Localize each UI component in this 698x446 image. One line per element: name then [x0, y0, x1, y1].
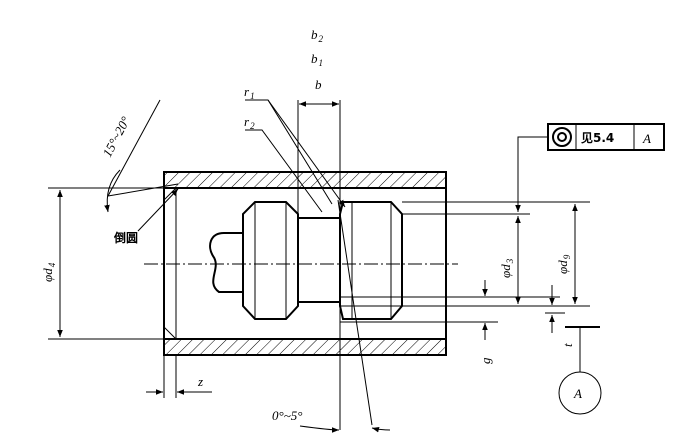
label-angle-bottom: 0°~5°	[272, 408, 302, 423]
label-b1: b1	[311, 51, 323, 68]
chamfer-angle-top: 15°~20°	[99, 99, 179, 213]
tolerance-frame: 见5.4 A	[515, 123, 665, 212]
label-d9: φd9	[555, 254, 572, 274]
d4-dimension: φd4	[40, 187, 168, 340]
label-d4: φd4	[40, 262, 57, 282]
label-d3: φd3	[498, 258, 515, 278]
label-r2: r2	[244, 114, 255, 131]
chamfer-callout: 倒圆	[113, 188, 179, 245]
label-t: t	[560, 343, 575, 347]
b-dimension: b2 b1 b	[297, 27, 341, 430]
concentricity-icon	[552, 127, 572, 147]
label-b: b	[315, 77, 322, 92]
inner-shaft	[209, 201, 403, 320]
g-t-dimensions: g t	[340, 280, 575, 364]
sleeve-bottom-wall	[163, 338, 447, 356]
d3-d9-dimensions: φd3 φd9	[340, 201, 590, 307]
sleeve-body	[163, 171, 447, 356]
label-g: g	[478, 357, 493, 364]
tolerance-value: 见5.4	[581, 131, 614, 145]
angle-bottom: 0°~5°	[272, 199, 391, 433]
label-r1: r1	[244, 84, 255, 101]
label-chamfer: 倒圆	[113, 230, 138, 245]
radius-leaders: r1 r2	[244, 84, 346, 213]
label-angle-top: 15°~20°	[99, 114, 133, 159]
z-dimension: z	[146, 339, 212, 398]
label-b2: b2	[311, 27, 324, 44]
datum-letter: A	[573, 386, 582, 401]
label-z: z	[197, 374, 203, 389]
datum-a: A	[558, 326, 602, 415]
sleeve-top-wall	[163, 171, 447, 189]
tolerance-datum: A	[642, 131, 651, 146]
